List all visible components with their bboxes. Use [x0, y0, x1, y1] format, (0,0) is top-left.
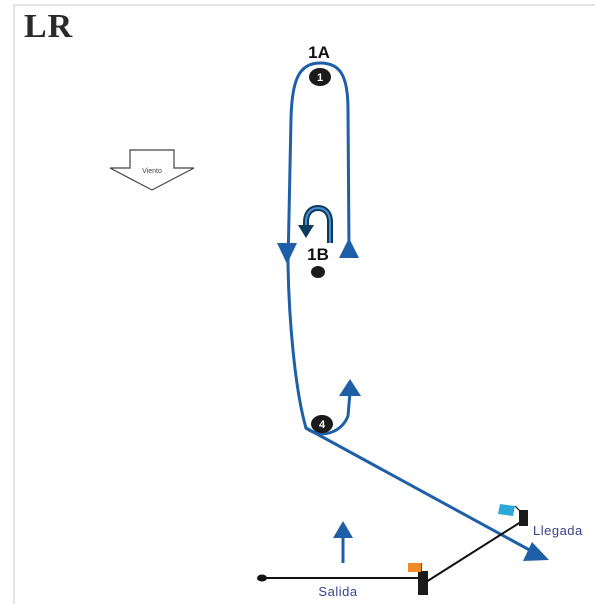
arrow-up-right-leg-icon [339, 238, 359, 258]
finish-line-label: Llegada [533, 523, 583, 538]
finish-line: Llegada [425, 504, 583, 583]
mark-1a: 1 1A [308, 43, 331, 86]
buoy-1b-icon [311, 266, 325, 278]
start-flag-icon [408, 563, 421, 572]
finish-flag-icon [498, 504, 515, 516]
wind-arrow-icon [109, 149, 195, 191]
start-pin-buoy-icon [257, 574, 267, 582]
mark-4: 4 [311, 415, 333, 433]
buoy-1a-icon [309, 68, 331, 86]
arrow-up-after-4-icon [339, 379, 361, 396]
course-leg-to-finish [304, 426, 537, 555]
course-leg-upwind-loop [286, 61, 351, 267]
finish-line-rope [425, 519, 525, 583]
course-leg-downwind [286, 263, 308, 430]
arrow-down-left-leg-icon [277, 243, 297, 264]
mark-1b-label: 1B [307, 245, 329, 264]
start-line-label: Salida [318, 584, 357, 599]
wind-indicator: Viento [109, 149, 195, 191]
arrow-to-finish-icon [523, 542, 549, 561]
buoy-4-icon [311, 415, 333, 433]
course-title: LR [24, 8, 74, 45]
mark-1a-label: 1A [308, 43, 330, 62]
course-route [286, 61, 537, 555]
buoy-4-number: 4 [319, 419, 326, 431]
gate-1b-turn-icon [298, 204, 333, 243]
finish-boat-icon [519, 510, 528, 526]
start-boat-icon [418, 571, 428, 595]
buoy-1a-number: 1 [317, 72, 323, 84]
wind-label: Viento [142, 168, 162, 175]
mark-1b: 1B [307, 245, 329, 278]
start-direction-arrow-icon [333, 521, 353, 538]
start-line: Salida [257, 521, 428, 599]
